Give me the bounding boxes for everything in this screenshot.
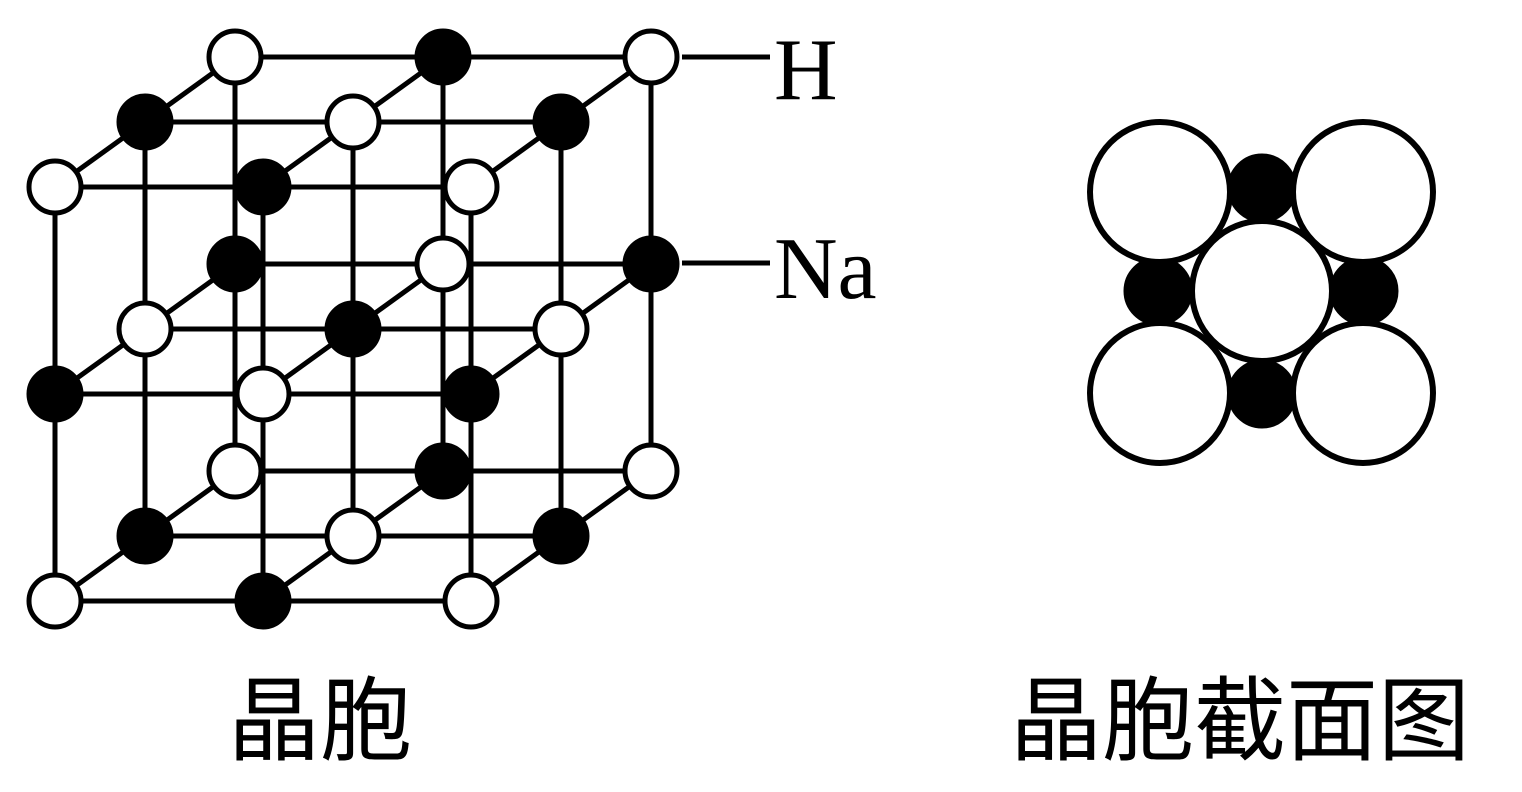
cross-section-figure xyxy=(1087,119,1436,466)
na-atom xyxy=(622,235,680,293)
h-atom-section xyxy=(1290,320,1436,466)
h-atom xyxy=(622,442,680,500)
na-atom xyxy=(26,365,84,423)
h-atom-section xyxy=(1189,218,1335,364)
h-atom-section xyxy=(1087,119,1233,265)
h-atom xyxy=(442,158,500,216)
h-atom xyxy=(26,572,84,630)
na-atom xyxy=(234,158,292,216)
h-atom xyxy=(206,442,264,500)
h-atom xyxy=(324,507,382,565)
cross-section-caption: 晶胞截面图 xyxy=(1010,668,1471,775)
na-atom xyxy=(116,507,174,565)
h-atom xyxy=(234,365,292,423)
leader-lines xyxy=(682,54,770,266)
unit-cell-caption: 晶胞 xyxy=(228,668,413,775)
na-atom-section xyxy=(1227,359,1297,429)
na-atom-section xyxy=(1329,256,1399,326)
h-atom-section xyxy=(1087,320,1233,466)
na-atom xyxy=(234,572,292,630)
na-atom xyxy=(532,507,590,565)
na-atom-section xyxy=(1227,153,1297,223)
h-atom xyxy=(26,158,84,216)
na-label: Na xyxy=(774,221,877,318)
h-atom xyxy=(532,300,590,358)
h-atom xyxy=(324,93,382,151)
na-atom xyxy=(324,300,382,358)
h-atom xyxy=(116,300,174,358)
na-atom xyxy=(206,235,264,293)
na-atom xyxy=(414,442,472,500)
na-atom-section xyxy=(1123,256,1193,326)
h-atom xyxy=(414,235,472,293)
na-atom xyxy=(116,93,174,151)
h-atom xyxy=(442,572,500,630)
na-atom xyxy=(532,93,590,151)
na-atom xyxy=(442,365,500,423)
na-atom xyxy=(414,28,472,86)
lattice-atoms xyxy=(26,28,680,630)
h-atom-section xyxy=(1290,119,1436,265)
h-label: H xyxy=(774,22,838,119)
h-atom xyxy=(622,28,680,86)
h-atom xyxy=(206,28,264,86)
